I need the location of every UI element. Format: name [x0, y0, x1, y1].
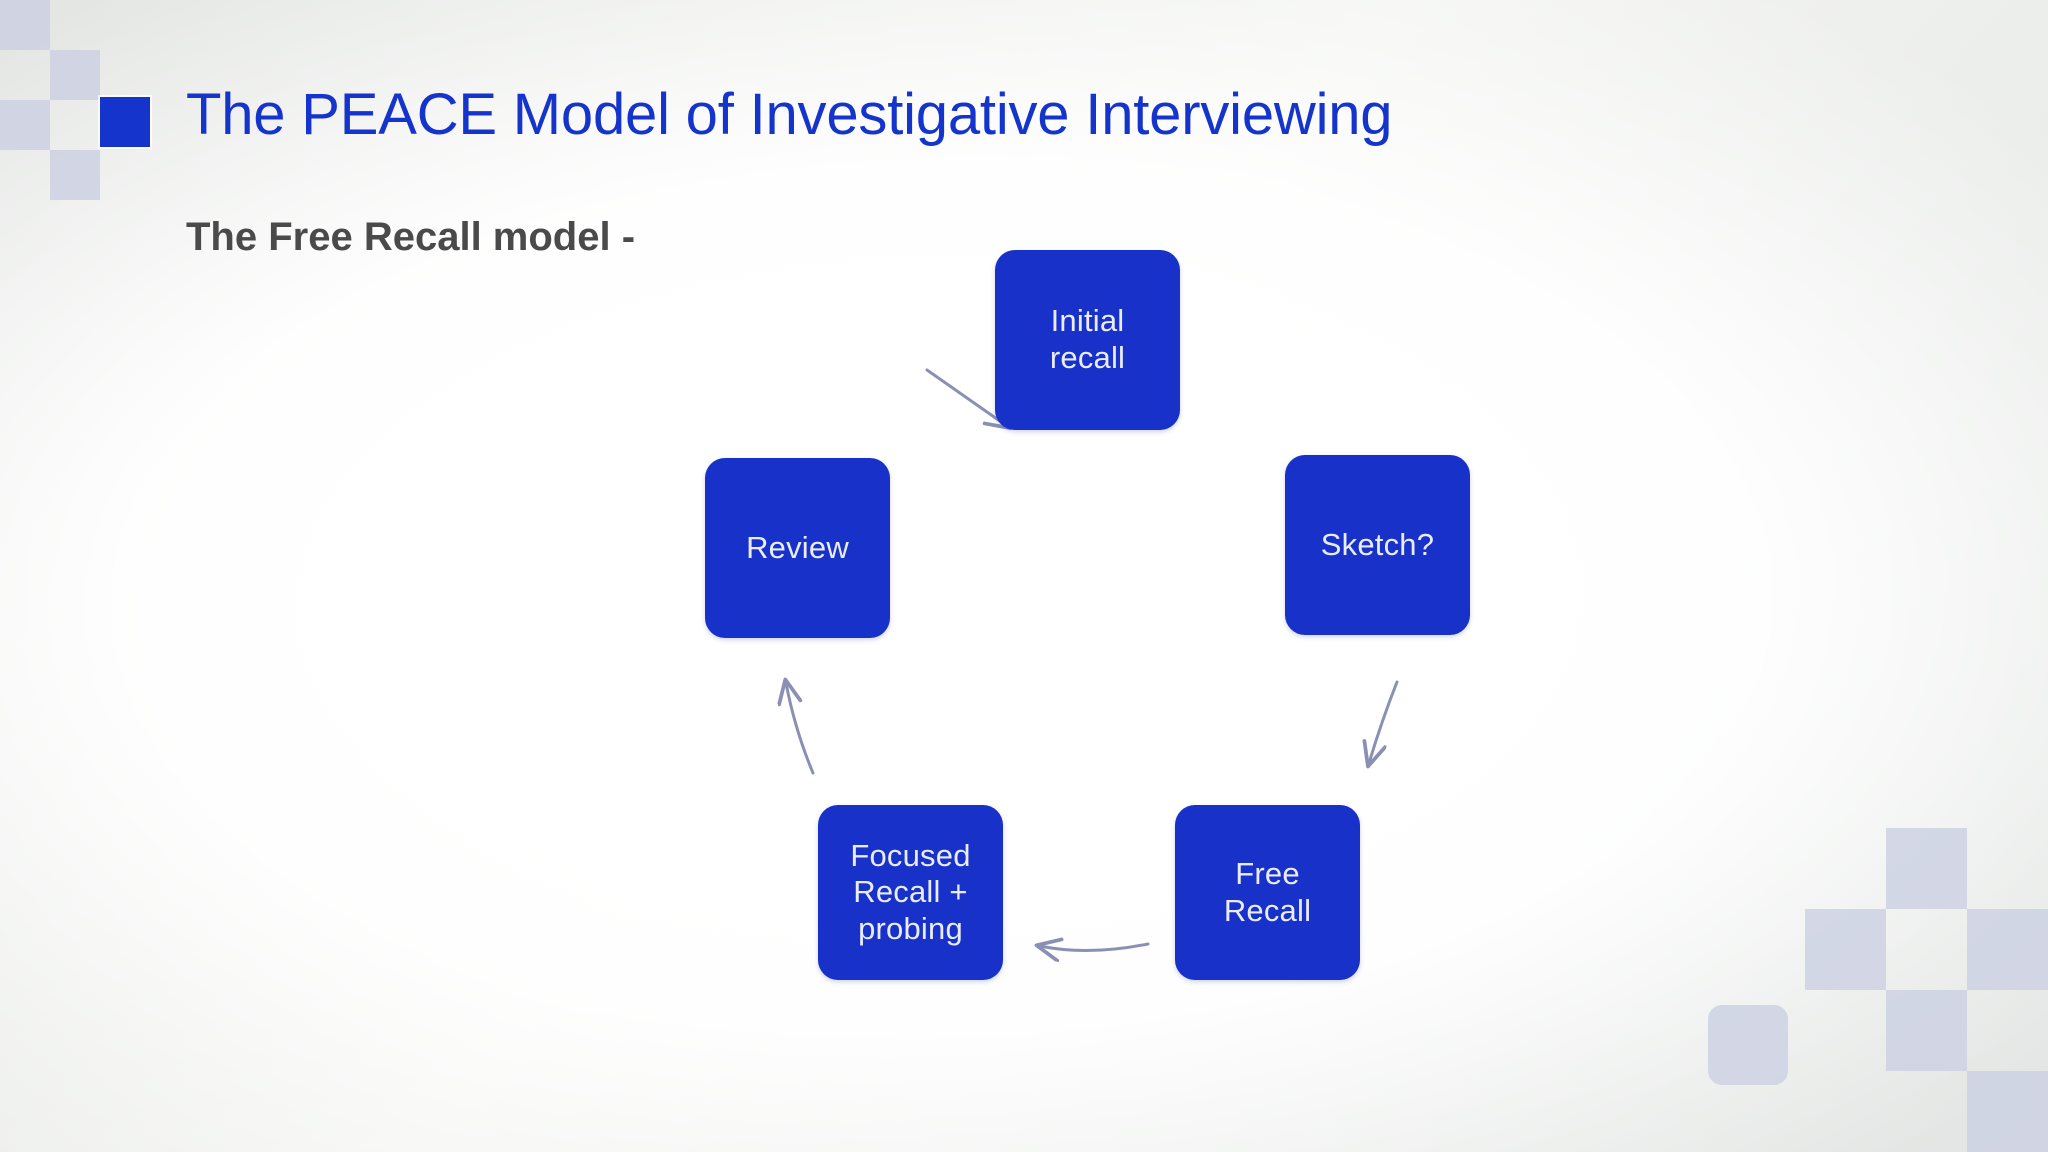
- node-free-recall[interactable]: Free Recall: [1175, 805, 1360, 980]
- node-sketch-label: Sketch?: [1320, 526, 1435, 562]
- deco-square-tl-3: [0, 100, 50, 150]
- deco-square-br-2: [1805, 909, 1886, 990]
- deco-square-br-5: [1967, 1071, 2048, 1152]
- deco-square-br-3: [1967, 909, 2048, 990]
- title-bullet-square-icon: [100, 97, 150, 147]
- free-recall-cycle-diagram: Initial recall Sketch? Free Recall Focus…: [640, 230, 1470, 1020]
- node-review[interactable]: Review: [705, 458, 890, 638]
- deco-square-br-1: [1886, 828, 1967, 909]
- arrow-free-to-focused: [1040, 944, 1150, 951]
- page-title: The PEACE Model of Investigative Intervi…: [186, 82, 1393, 147]
- deco-square-tl-1: [0, 0, 50, 50]
- node-focused-recall-label: Focused Recall + probing: [850, 837, 971, 946]
- deco-square-tl-2: [50, 50, 100, 100]
- slide-subtitle: The Free Recall model -: [186, 215, 636, 259]
- node-focused-recall[interactable]: Focused Recall + probing: [818, 805, 1003, 980]
- node-review-label: Review: [746, 529, 849, 565]
- node-free-recall-label: Free Recall: [1223, 855, 1312, 928]
- node-initial-recall[interactable]: Initial recall: [995, 250, 1180, 430]
- deco-square-br-4: [1886, 990, 1967, 1071]
- node-sketch[interactable]: Sketch?: [1285, 455, 1470, 635]
- deco-square-tl-4: [50, 150, 100, 200]
- deco-square-br-6: [1708, 1005, 1788, 1085]
- arrow-sketch-to-free: [1369, 680, 1399, 763]
- node-initial-recall-label: Initial recall: [1049, 303, 1126, 375]
- arrow-focused-to-review: [786, 683, 815, 775]
